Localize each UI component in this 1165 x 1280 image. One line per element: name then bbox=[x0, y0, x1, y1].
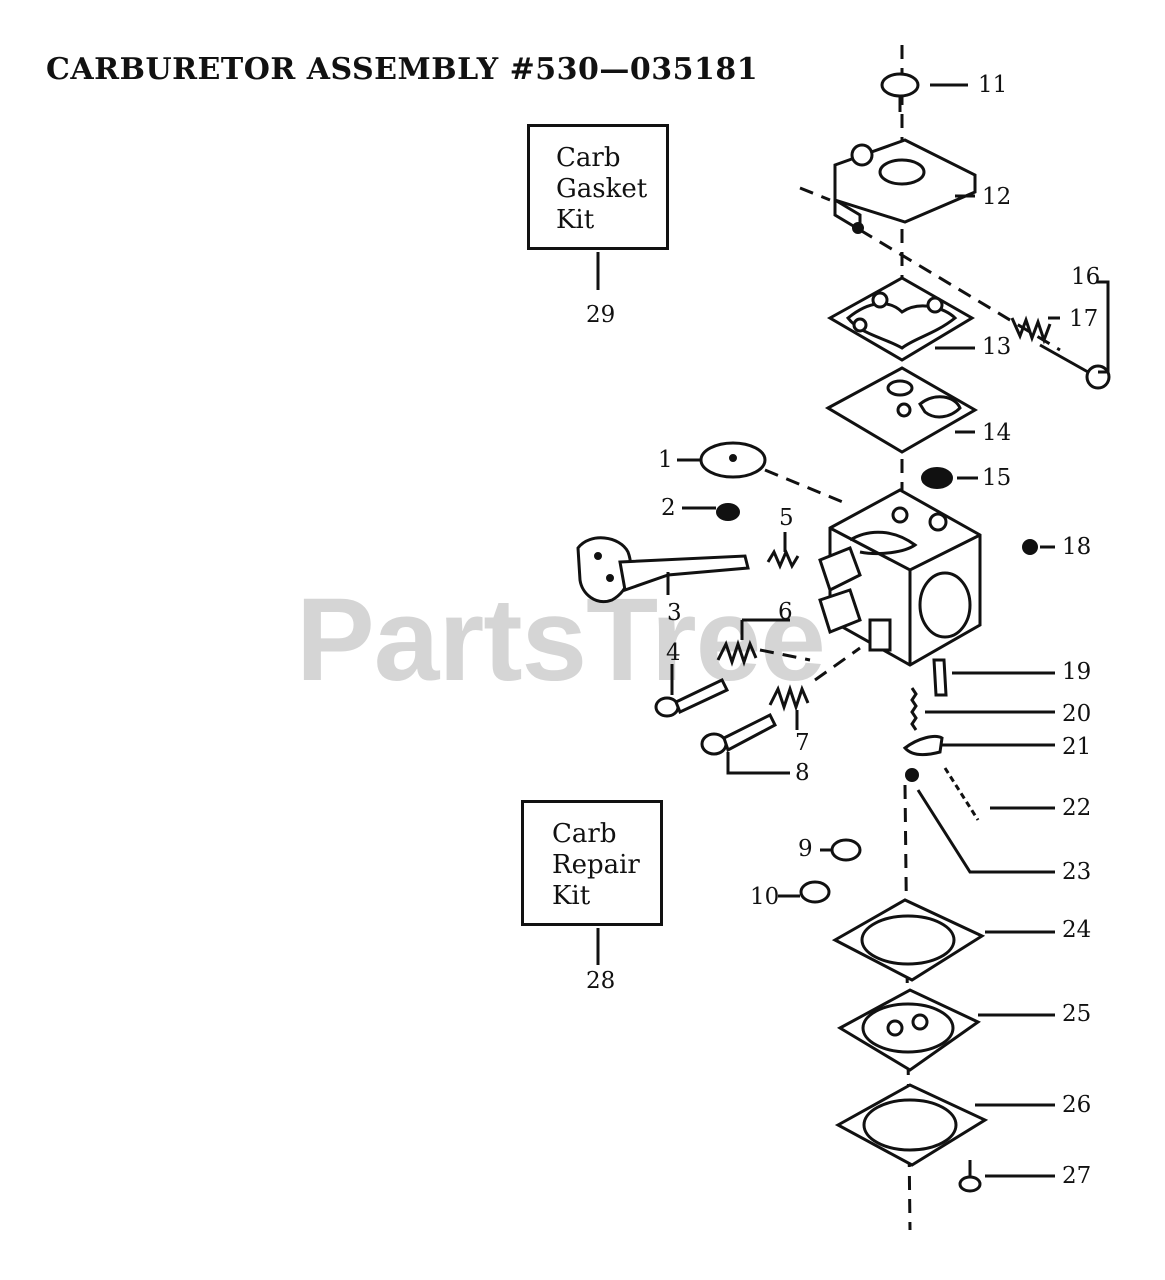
part-20-spring bbox=[910, 687, 918, 731]
part-3-throttle-lever bbox=[576, 536, 750, 603]
part-21-lever bbox=[902, 734, 944, 757]
repair-kit-line-1: Carb bbox=[552, 819, 617, 849]
callout-21: 21 bbox=[1062, 734, 1092, 760]
carburetor-body bbox=[818, 488, 982, 667]
part-25-diaphragm bbox=[836, 988, 981, 1072]
callout-10: 10 bbox=[750, 884, 780, 910]
callout-1: 1 bbox=[658, 447, 673, 473]
callout-5: 5 bbox=[779, 505, 794, 531]
callout-16: 16 bbox=[1071, 264, 1101, 290]
part-5-spring bbox=[766, 548, 800, 570]
part-8-main-needle bbox=[700, 712, 790, 775]
callout-13: 13 bbox=[982, 334, 1012, 360]
part-13-diaphragm bbox=[826, 276, 975, 362]
part-10-cap bbox=[799, 880, 831, 904]
watermark-logo: PartsTree bbox=[296, 574, 826, 706]
part-11-screw bbox=[880, 72, 920, 112]
part-19-needle-valve bbox=[932, 658, 948, 697]
callout-26: 26 bbox=[1062, 1092, 1092, 1118]
callout-12: 12 bbox=[982, 184, 1012, 210]
gasket-kit-line-3: Kit bbox=[556, 205, 595, 235]
repair-kit-line-3: Kit bbox=[552, 881, 591, 911]
callout-19: 19 bbox=[1062, 659, 1092, 685]
part-6-spring bbox=[716, 639, 811, 667]
part-22-pin bbox=[943, 767, 980, 821]
part-12-cover bbox=[799, 138, 977, 234]
callout-17: 17 bbox=[1069, 306, 1099, 332]
part-24-gasket bbox=[831, 898, 986, 982]
part-26-cover bbox=[834, 1083, 989, 1167]
callout-7: 7 bbox=[795, 730, 810, 756]
part-23-screw bbox=[905, 768, 919, 782]
gasket-kit-line-1: Carb bbox=[556, 143, 621, 173]
callout-8: 8 bbox=[795, 760, 810, 786]
callout-6: 6 bbox=[778, 599, 793, 625]
gasket-kit-box: Carb Gasket Kit bbox=[527, 124, 669, 250]
callout-3: 3 bbox=[667, 600, 682, 626]
part-16-screw bbox=[1039, 280, 1111, 390]
part-27-screw bbox=[958, 1160, 982, 1193]
diagram-title: CARBURETOR ASSEMBLY #530—035181 bbox=[46, 52, 759, 87]
part-14-gasket bbox=[824, 366, 979, 454]
callout-leaders bbox=[666, 83, 1060, 1178]
callout-27: 27 bbox=[1062, 1163, 1092, 1189]
repair-kit-line-2: Repair bbox=[552, 850, 640, 880]
gasket-kit-number: 29 bbox=[586, 302, 616, 328]
callout-20: 20 bbox=[1062, 701, 1092, 727]
part-18-plug bbox=[1022, 539, 1038, 555]
part-4-idle-needle bbox=[654, 678, 730, 718]
gasket-kit-line-2: Gasket bbox=[556, 174, 648, 204]
screw-axis bbox=[859, 228, 1061, 352]
callout-9: 9 bbox=[798, 836, 813, 862]
part-9-cap bbox=[830, 838, 862, 862]
callout-11: 11 bbox=[978, 72, 1008, 98]
repair-kit-number: 28 bbox=[586, 968, 616, 994]
part-1-welch-plug bbox=[699, 441, 851, 507]
part-2-plug bbox=[716, 503, 740, 521]
callout-23: 23 bbox=[1062, 859, 1092, 885]
callout-24: 24 bbox=[1062, 917, 1092, 943]
part-15-screen bbox=[921, 467, 953, 489]
part-17-spring bbox=[1010, 315, 1052, 345]
callout-22: 22 bbox=[1062, 795, 1092, 821]
callout-14: 14 bbox=[982, 420, 1012, 446]
callout-15: 15 bbox=[982, 465, 1012, 491]
repair-kit-box: Carb Repair Kit bbox=[521, 800, 663, 926]
callout-2: 2 bbox=[661, 495, 676, 521]
callout-25: 25 bbox=[1062, 1001, 1092, 1027]
part-7-spring bbox=[768, 646, 861, 712]
callout-18: 18 bbox=[1062, 534, 1092, 560]
callout-4: 4 bbox=[666, 640, 681, 666]
